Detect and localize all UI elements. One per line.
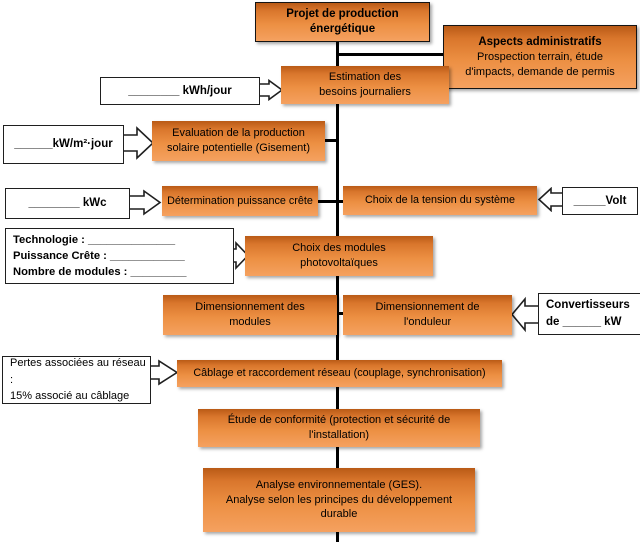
callout-technologie-line3: Nombre de modules : _________: [13, 266, 187, 279]
node-tension: Choix de la tension du système: [343, 186, 537, 215]
block-arrow-right-icon: [119, 126, 155, 160]
node-analyse-line1: Analyse environnementale (GES).: [255, 479, 423, 492]
node-evaluation-line2: solaire potentielle (Gisement): [166, 142, 311, 154]
node-dim-onduleur: Dimensionnement de l'onduleur: [343, 295, 512, 335]
node-cablage: Câblage et raccordement réseau (couplage…: [177, 360, 502, 387]
node-evaluation: Evaluation de la production solaire pote…: [152, 121, 325, 161]
callout-kw-m2-jour: ______kW/m²·jour: [3, 125, 124, 164]
callout-pertes-line1: Pertes associées au réseau :: [10, 357, 146, 386]
node-projet-line1: Projet de production: [286, 7, 399, 20]
node-tension-label: Choix de la tension du système: [364, 194, 516, 207]
node-choix-modules: Choix des modules photovoltaïques: [245, 236, 433, 276]
callout-pertes: Pertes associées au réseau : 15% associé…: [2, 356, 151, 404]
callout-kwh-jour-label: ________ kWh/jour: [128, 84, 232, 97]
callout-kw-m2-jour-label: ______kW/m²·jour: [14, 138, 113, 151]
connector-determination-tension: [315, 200, 346, 203]
node-evaluation-line1: Evaluation de la production: [172, 127, 305, 140]
node-choix-modules-line2: photovoltaïques: [300, 257, 378, 269]
node-dim-modules-line1: Dimensionnement des: [195, 301, 305, 314]
node-cablage-label: Câblage et raccordement réseau (couplage…: [193, 367, 486, 380]
connector-aspects: [337, 53, 443, 56]
callout-convertisseurs-line1: Convertisseurs: [546, 299, 630, 312]
node-conformite: Étude de conformité (protection et sécur…: [198, 409, 480, 447]
block-arrow-left-icon: [537, 187, 565, 212]
trunk-line: [336, 40, 339, 542]
node-dim-modules: Dimensionnement des modules: [163, 295, 337, 335]
node-analyse: Analyse environnementale (GES). Analyse …: [203, 468, 475, 532]
node-aspects: Aspects administratifs Prospection terra…: [443, 25, 637, 89]
node-analyse-line3: durable: [320, 508, 358, 521]
block-arrow-left-icon: [510, 296, 540, 333]
node-projet-line2: énergétique: [309, 23, 376, 35]
node-dim-onduleur-line1: Dimensionnement de: [375, 301, 480, 314]
node-determination-label: Détermination puissance crête: [167, 194, 313, 207]
callout-volt: _____Volt: [562, 187, 638, 215]
block-arrow-right-icon: [126, 189, 162, 216]
node-estimation-line2: besoins journaliers: [319, 86, 411, 98]
node-dim-onduleur-line2: l'onduleur: [403, 316, 452, 328]
callout-kwc-label: ________ kWc: [28, 197, 107, 210]
node-determination: Détermination puissance crête: [162, 186, 318, 216]
callout-kwh-jour: ________ kWh/jour: [100, 77, 260, 105]
node-aspects-body-line2: d'impacts, demande de permis: [465, 65, 615, 78]
callout-convertisseurs-line2: de ______ kW: [546, 316, 622, 328]
node-choix-modules-line1: Choix des modules: [292, 242, 386, 255]
node-estimation-line1: Estimation des: [328, 71, 402, 84]
node-conformite-line1: Étude de conformité (protection et sécur…: [227, 414, 451, 427]
node-estimation: Estimation des besoins journaliers: [281, 66, 449, 104]
callout-pertes-line2: 15% associé au câblage: [10, 390, 130, 403]
node-analyse-line2: Analyse selon les principes du développe…: [225, 493, 453, 506]
connector-dimensionnement: [329, 312, 350, 315]
connector-evaluation: [321, 139, 338, 142]
node-conformite-line2: l'installation): [308, 429, 370, 441]
callout-convertisseurs: Convertisseurs de ______ kW: [538, 293, 640, 335]
node-dim-modules-line2: modules: [229, 316, 271, 328]
node-projet: Projet de production énergétique: [255, 2, 430, 42]
callout-volt-label: _____Volt: [573, 194, 627, 207]
callout-technologie-line1: Technologie : ______________: [13, 233, 176, 246]
callout-kwc: ________ kWc: [5, 188, 130, 219]
node-aspects-title: Aspects administratifs: [478, 35, 602, 48]
node-aspects-body-line1: Prospection terrain, étude: [477, 51, 603, 64]
callout-technologie-line2: Puissance Crête : ____________: [13, 249, 185, 262]
callout-technologie: Technologie : ______________ Puissance C…: [5, 228, 234, 284]
